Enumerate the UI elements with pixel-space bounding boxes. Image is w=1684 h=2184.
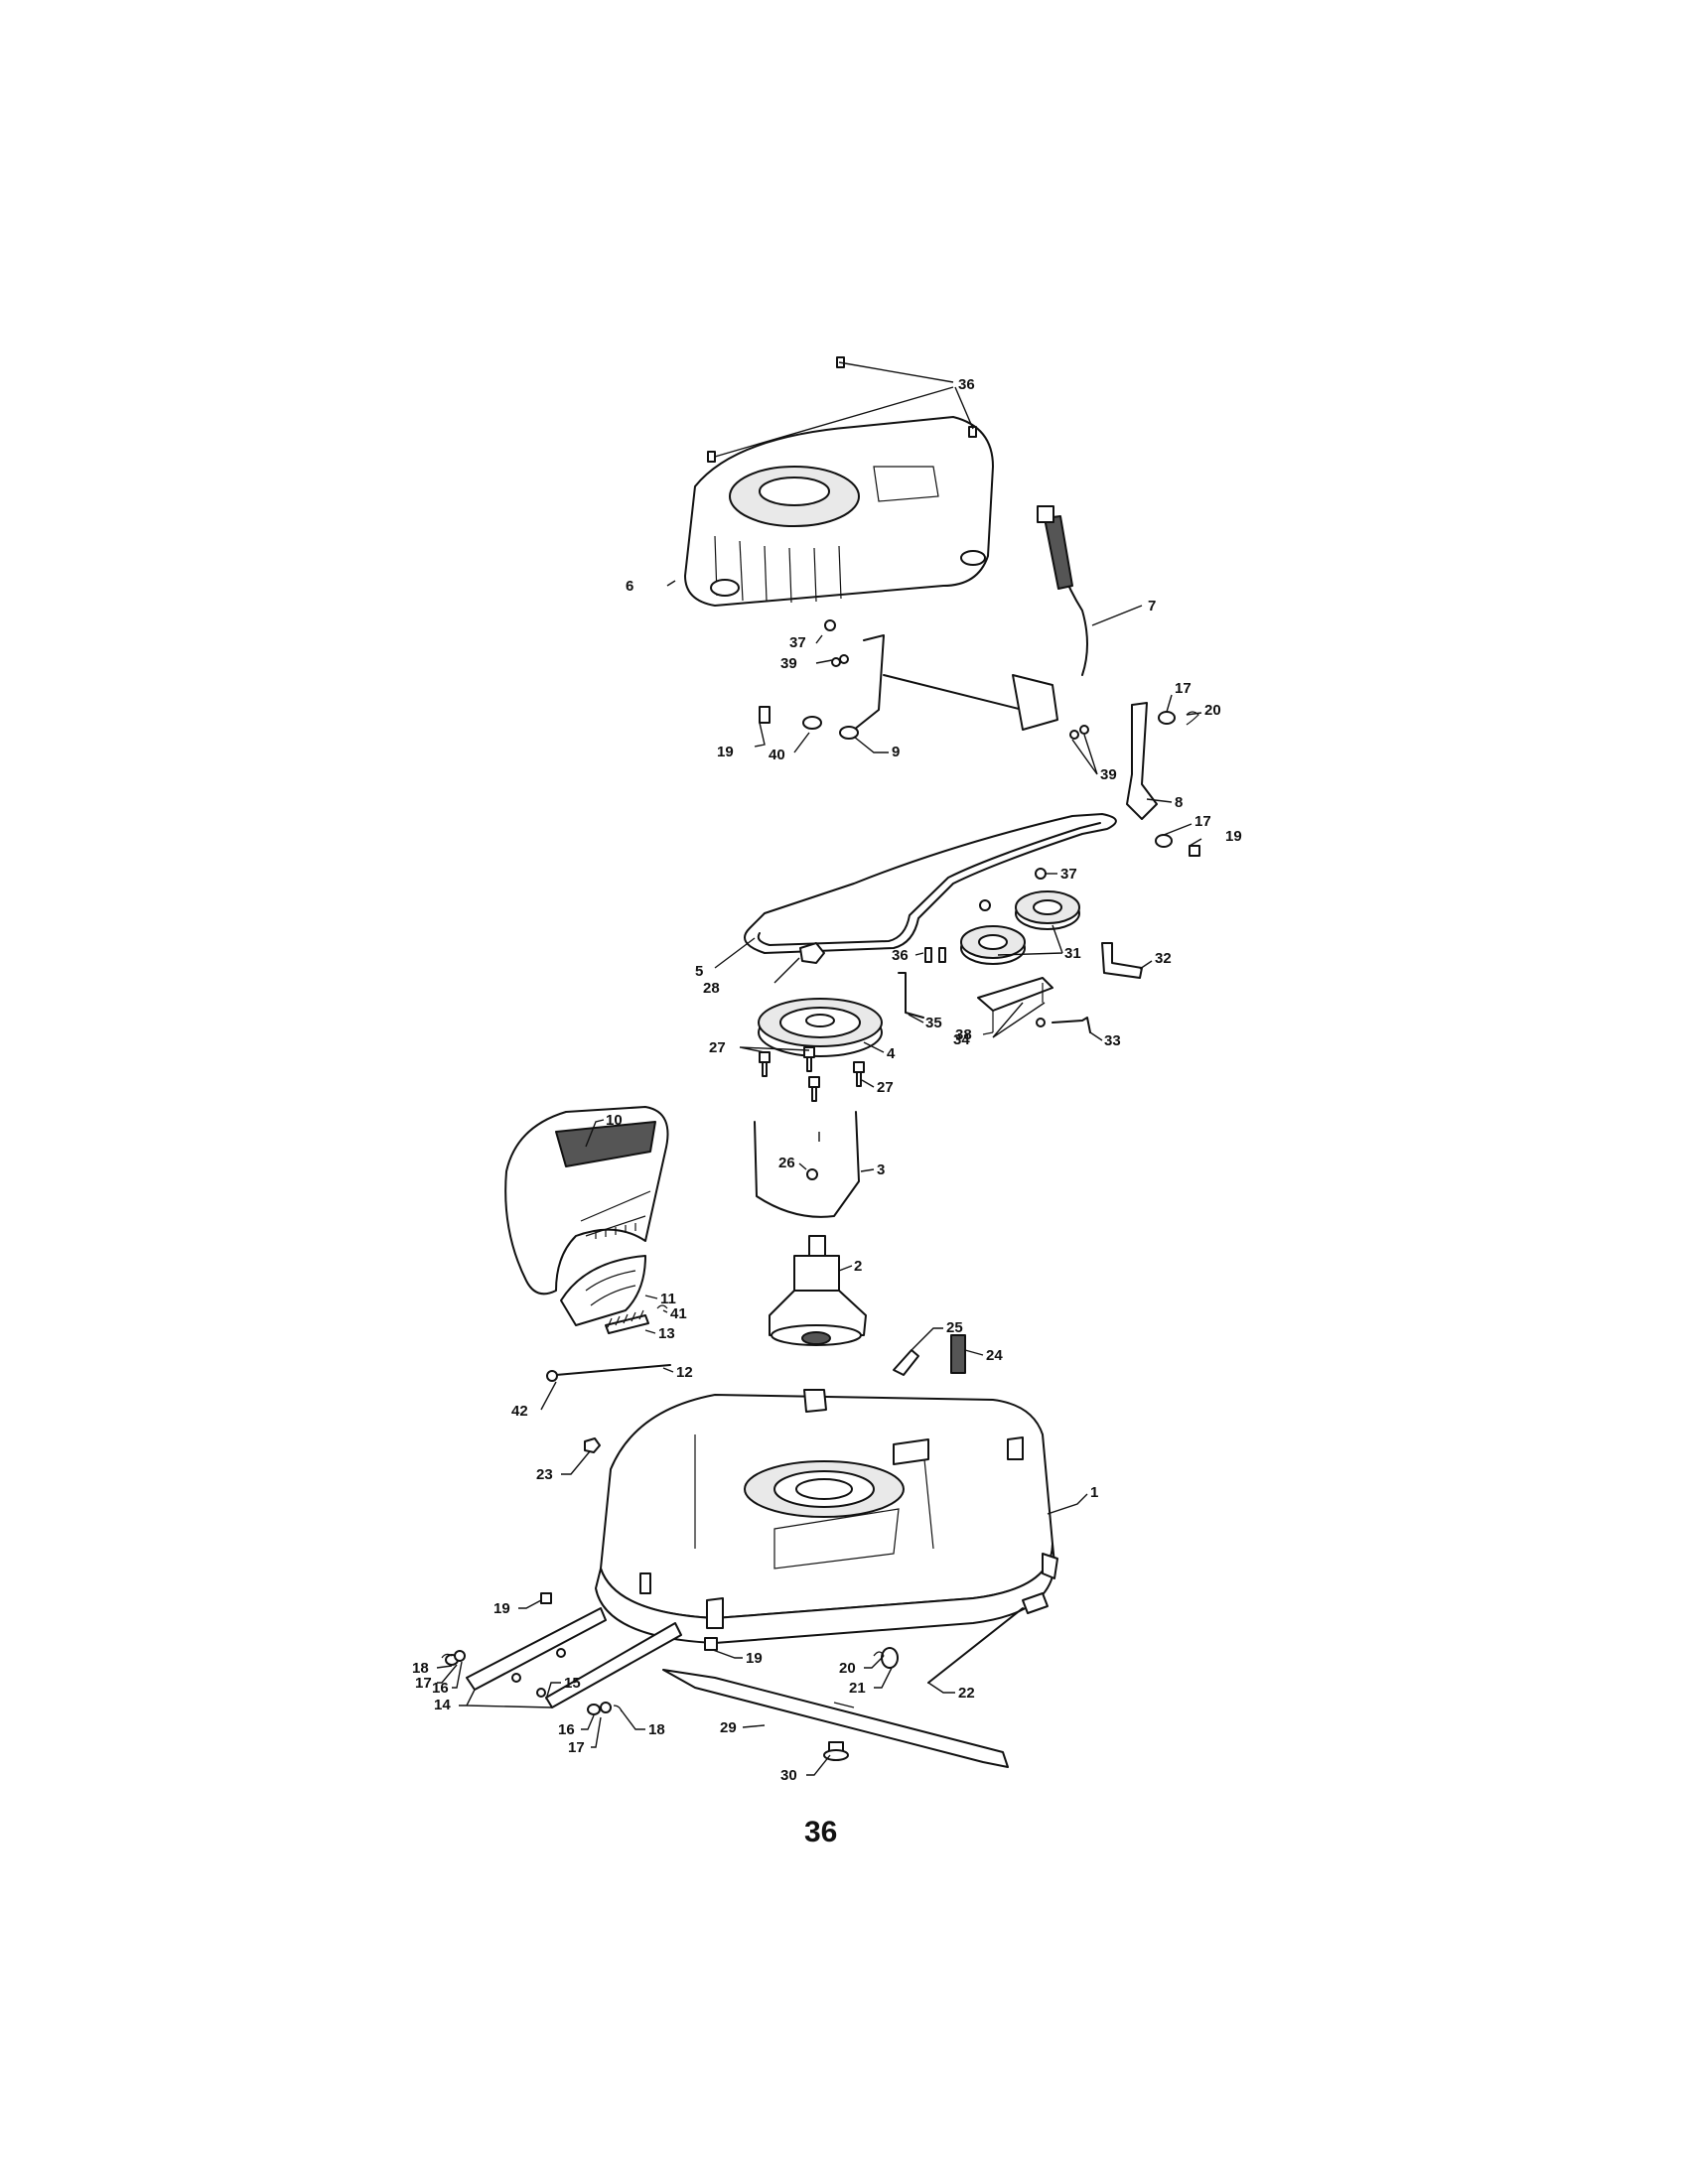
spindle-drawing: [769, 1235, 867, 1346]
callout-26: 26: [778, 1155, 795, 1171]
callout-5: 5: [695, 963, 703, 980]
callout-37-upper: 37: [789, 634, 806, 651]
callout-36-mid: 36: [892, 947, 909, 964]
callout-22: 22: [958, 1685, 975, 1702]
callout-41: 41: [670, 1305, 687, 1322]
callout-38: 38: [955, 1026, 972, 1043]
callout-30: 30: [780, 1767, 797, 1784]
callout-17-left: 17: [415, 1675, 432, 1692]
callout-9: 9: [892, 744, 900, 760]
callout-15: 15: [564, 1675, 581, 1692]
callout-18-right: 18: [648, 1721, 665, 1738]
callout-19-left: 19: [717, 744, 734, 760]
callout-17-upper: 17: [1175, 680, 1192, 697]
callout-13: 13: [658, 1325, 675, 1342]
callout-12: 12: [676, 1364, 693, 1381]
lift-lever-drawing: [839, 505, 1158, 820]
callout-17-right: 17: [568, 1739, 585, 1756]
deflector-drawing: [546, 1255, 671, 1382]
callout-20-bottom: 20: [839, 1660, 856, 1677]
callout-7: 7: [1148, 598, 1156, 614]
page-number: 36: [804, 1816, 837, 1848]
callout-labels: 36 6 7 37 39 19 40 9 39 17 20 8 17 19 37…: [412, 376, 1242, 1784]
callout-16-left: 16: [432, 1680, 449, 1697]
callout-14: 14: [434, 1697, 451, 1713]
bracket-3-drawing: [754, 1111, 860, 1218]
lift-link-drawing: [441, 1592, 718, 1715]
callout-19-bottom: 19: [746, 1650, 763, 1667]
callout-21: 21: [849, 1680, 866, 1697]
callout-16-right: 16: [558, 1721, 575, 1738]
idler-pulley-drawing: [898, 868, 1143, 1033]
callout-6: 6: [626, 578, 633, 595]
leader-lines: [436, 361, 1202, 1776]
callout-37-lower: 37: [1060, 866, 1077, 883]
callout-4: 4: [887, 1045, 896, 1062]
callout-1: 1: [1090, 1484, 1098, 1501]
callout-19-right: 19: [1225, 828, 1242, 845]
callout-28: 28: [703, 980, 720, 997]
callout-3: 3: [877, 1161, 885, 1178]
callout-34: 34: [953, 1031, 970, 1048]
callout-25: 25: [946, 1319, 963, 1336]
spindle-pulley-drawing: [758, 942, 883, 1102]
callout-36-top: 36: [958, 376, 975, 393]
rod-22-drawing: [873, 1592, 1049, 1684]
callout-11: 11: [660, 1291, 676, 1307]
mower-deck-drawing: [595, 1389, 1058, 1644]
callout-24: 24: [986, 1347, 1003, 1364]
callout-33: 33: [1104, 1032, 1121, 1049]
callout-20-upper: 20: [1204, 702, 1221, 719]
belt-cover-drawing: [684, 356, 994, 607]
callout-23: 23: [536, 1466, 553, 1483]
callout-27-upper: 27: [709, 1039, 726, 1056]
callout-42: 42: [511, 1403, 528, 1420]
callout-2: 2: [854, 1258, 862, 1275]
nut-23-drawing: [584, 1437, 601, 1453]
callout-29: 29: [720, 1719, 737, 1736]
discharge-chute-drawing: [504, 1106, 669, 1296]
callout-31: 31: [1064, 945, 1081, 962]
callout-35: 35: [925, 1015, 942, 1031]
lever-hardware: [759, 619, 1200, 857]
callout-8: 8: [1175, 794, 1183, 811]
callout-39-left: 39: [780, 655, 797, 672]
callout-40: 40: [769, 747, 785, 763]
callout-32: 32: [1155, 950, 1172, 967]
callout-18-left: 18: [412, 1660, 429, 1677]
spring-24-drawing: [893, 1334, 966, 1376]
mower-blade-drawing: [662, 1669, 1009, 1768]
callout-10: 10: [606, 1112, 623, 1129]
belt-drawing: [744, 813, 1117, 954]
callout-27-lower: 27: [877, 1079, 894, 1096]
callout-39-right: 39: [1100, 766, 1117, 783]
callout-19-deck: 19: [493, 1600, 510, 1617]
callout-17-mid: 17: [1194, 813, 1211, 830]
